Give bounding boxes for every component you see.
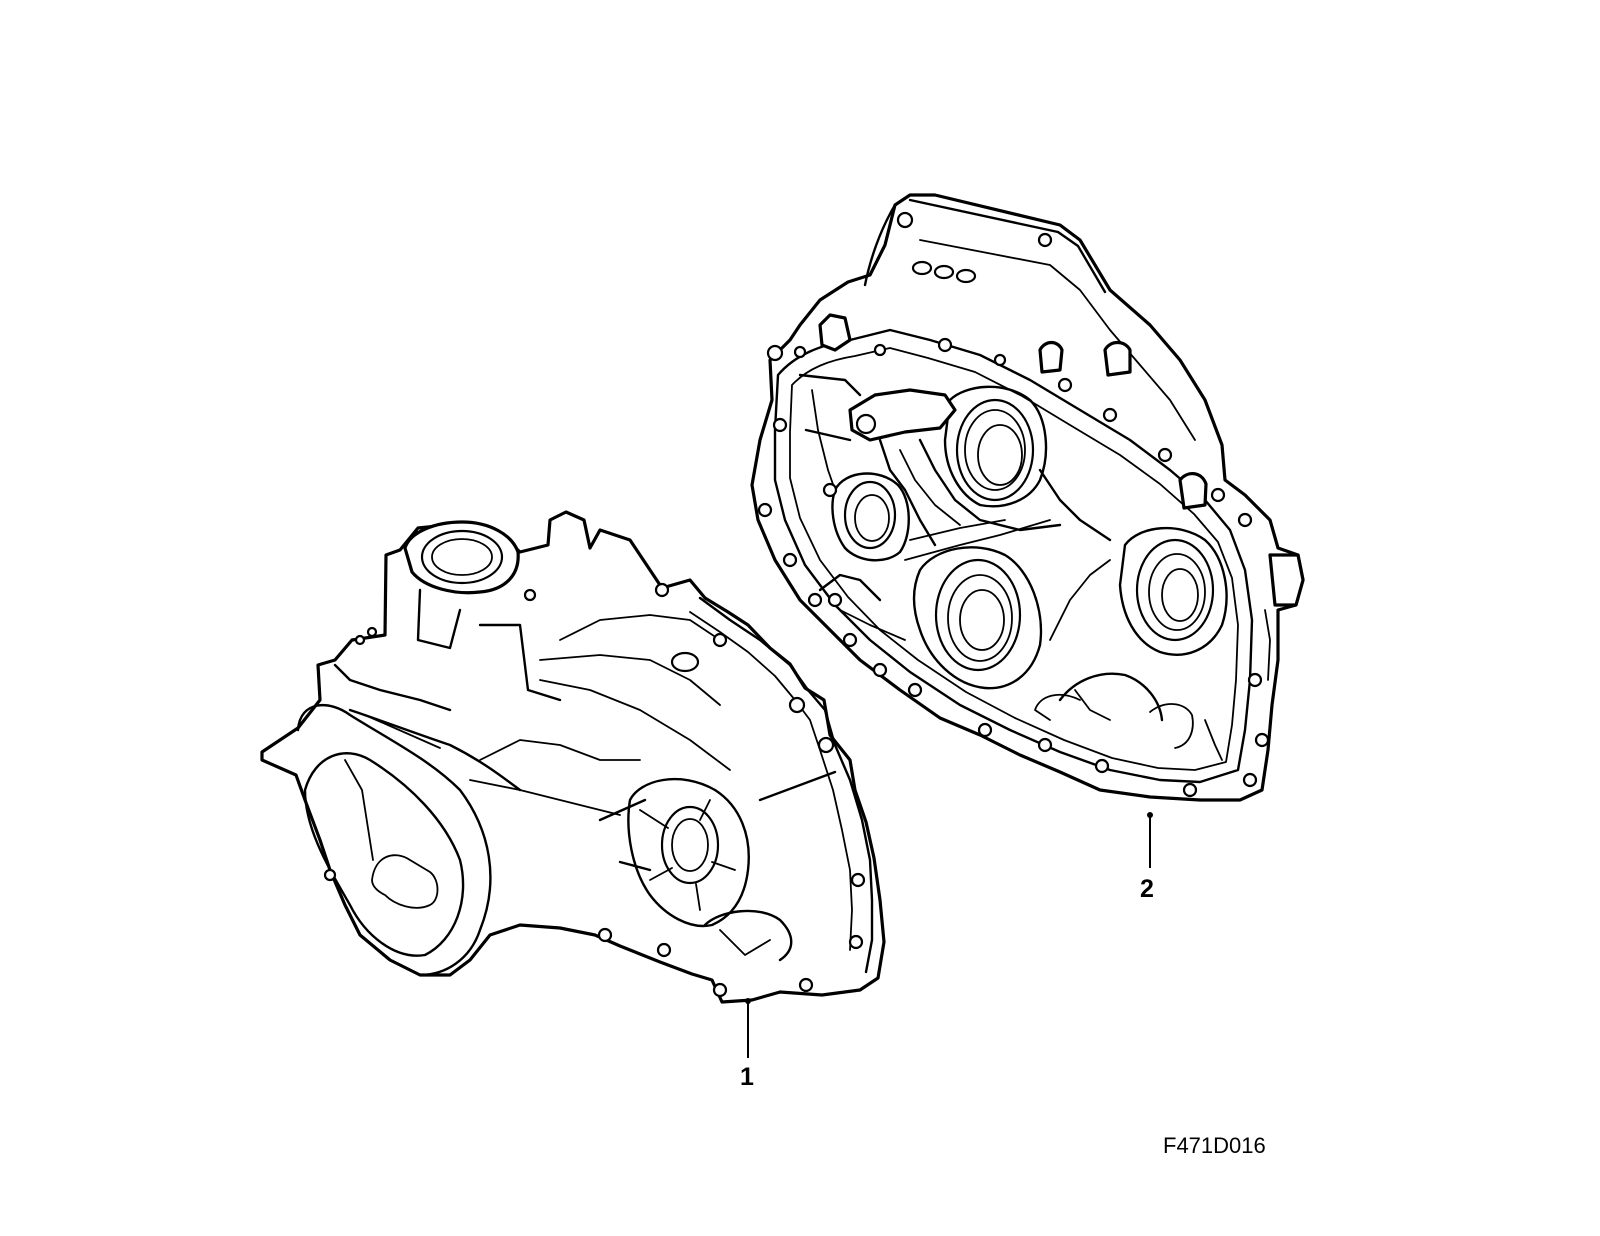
transmission-housing-icon xyxy=(260,510,886,1004)
callout-label-1: 1 xyxy=(740,1063,754,1091)
clutch-housing-icon xyxy=(750,193,1305,802)
leader-line-1 xyxy=(745,998,751,1058)
callout-label-2: 2 xyxy=(1140,875,1154,903)
figure-code: F471D016 xyxy=(1163,1133,1266,1158)
leader-line-2 xyxy=(1147,812,1153,868)
